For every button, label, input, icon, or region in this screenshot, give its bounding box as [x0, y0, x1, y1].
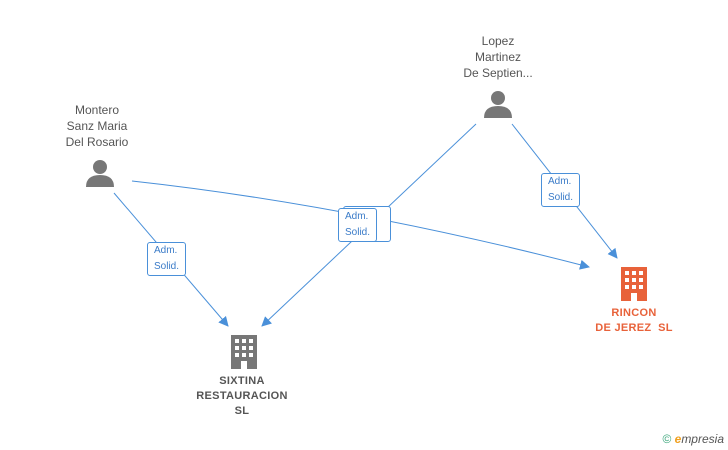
name-line: SL	[234, 405, 250, 417]
name-line: RESTAURACION	[196, 390, 288, 402]
name-line: Sanz Maria	[66, 119, 128, 133]
name-line: Del Rosario	[65, 135, 129, 149]
role-label: Solid.	[548, 192, 574, 203]
name-line: Martinez	[474, 50, 521, 64]
name-line: DE JEREZ SL	[595, 322, 673, 334]
person-node-montero[interactable]: Montero Sanz Maria Del Rosario	[47, 102, 147, 150]
role-label: Adm.	[154, 245, 178, 256]
name-line: Lopez	[481, 34, 515, 48]
edge-label-center[interactable]: Adm. Solid.	[338, 208, 378, 242]
footer-brand[interactable]: © empresia	[662, 432, 724, 446]
edge-label-lopez-rincon[interactable]: Adm. Solid.	[541, 173, 581, 207]
company-name-sixtina: SIXTINA RESTAURACION SL	[182, 374, 302, 419]
name-line: De Septien...	[463, 66, 533, 80]
role-label: Adm.	[345, 211, 369, 222]
brand-name: mpresia	[681, 432, 724, 446]
role-label: Solid.	[154, 261, 180, 272]
name-line: Montero	[74, 103, 120, 117]
role-label: Solid.	[345, 227, 371, 238]
building-icon[interactable]	[228, 334, 260, 370]
name-line: RINCON	[611, 307, 657, 319]
company-node-rincon[interactable]: RINCON DE JEREZ SL	[574, 306, 694, 336]
person-name-montero: Montero Sanz Maria Del Rosario	[47, 102, 147, 150]
role-label: Adm.	[548, 176, 572, 187]
person-name-lopez: Lopez Martinez De Septien...	[445, 33, 551, 81]
brand-initial: e	[674, 432, 682, 446]
building-icon[interactable]	[618, 266, 650, 302]
edge-label-montero-sixtina[interactable]: Adm. Solid.	[147, 242, 187, 276]
name-line: SIXTINA	[219, 375, 265, 387]
person-node-lopez[interactable]: Lopez Martinez De Septien...	[445, 33, 551, 81]
person-icon[interactable]	[483, 89, 513, 119]
copyright-symbol: ©	[662, 432, 672, 446]
company-name-rincon: RINCON DE JEREZ SL	[574, 306, 694, 336]
person-icon[interactable]	[85, 158, 115, 188]
company-node-sixtina[interactable]: SIXTINA RESTAURACION SL	[182, 374, 302, 419]
